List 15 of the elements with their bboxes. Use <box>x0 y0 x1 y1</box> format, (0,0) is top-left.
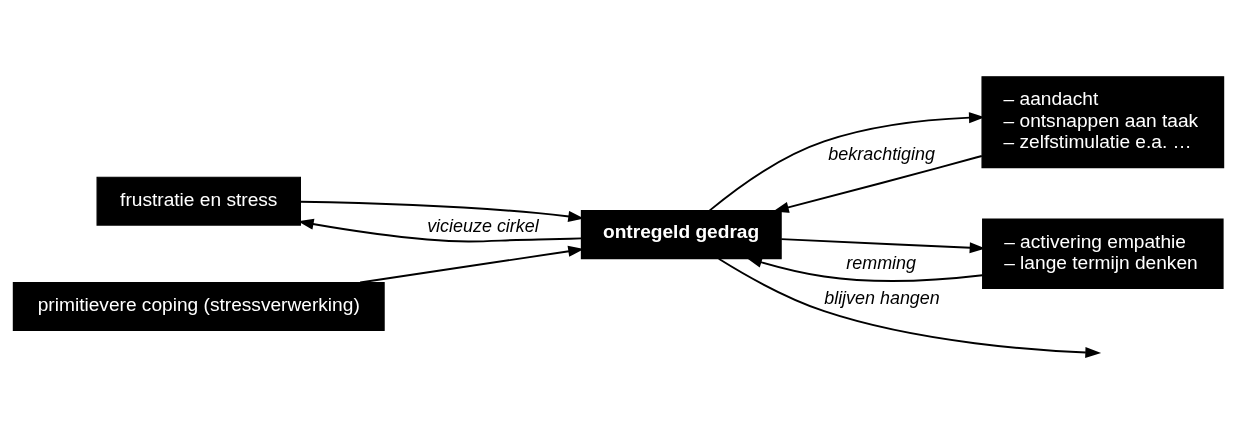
node-box: – aandacht – ontsnappen aan taak – zelfstimulatie e.a. … <box>981 76 1225 169</box>
edge-label: remming <box>846 253 917 274</box>
node-box: ontregeld gedrag <box>580 210 782 260</box>
arrow <box>773 155 983 213</box>
edge-label: bekrachtiging <box>828 144 935 165</box>
edge-label: vicieuze cirkel <box>427 216 539 237</box>
arrow <box>359 245 584 284</box>
node-box: primitievere coping (stressverwerking) <box>12 281 385 331</box>
node-box: – activering empathie – lange termijn denken <box>982 218 1224 290</box>
edge-label: blijven hangen <box>824 288 940 308</box>
node-box: frustratie en stress <box>96 176 301 226</box>
arrow <box>780 238 986 254</box>
arrow <box>746 257 984 282</box>
arrow <box>708 112 985 212</box>
arrow <box>717 257 1102 359</box>
